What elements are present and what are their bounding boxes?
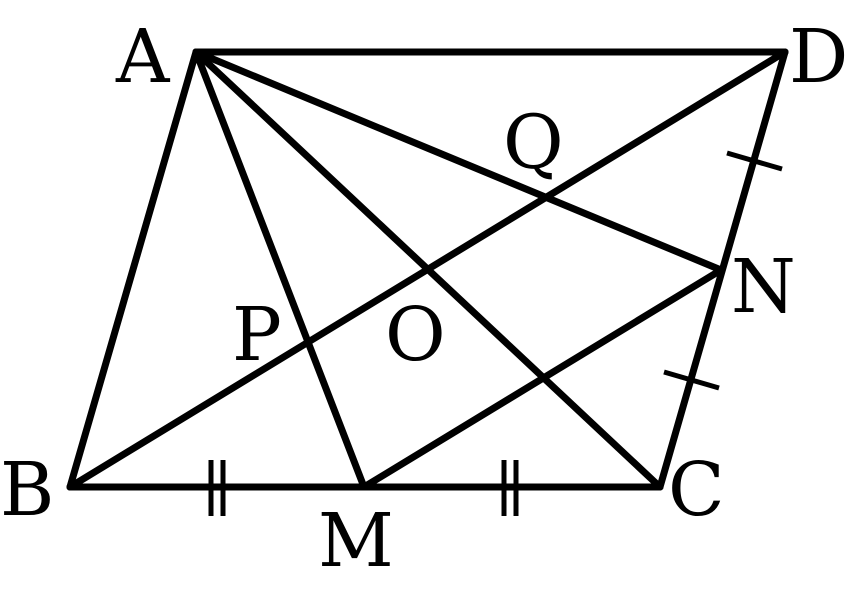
segment-mn [360,266,725,491]
label-point-n: N [731,244,796,330]
figure-lines [66,48,789,491]
label-point-p: P [232,292,282,378]
label-point-d: D [789,14,848,100]
label-point-a: A [115,14,171,100]
equal-length-marks [208,150,783,516]
segment-an [192,48,725,274]
label-point-o: O [385,292,446,378]
segment-bd [66,48,789,491]
tick-dn [726,150,783,172]
label-point-b: B [0,447,54,533]
point-labels: A D Q N P O B C M [0,14,848,584]
segment-am [192,48,368,491]
tick-nc [663,369,720,391]
label-point-q: Q [503,100,564,186]
segment-ab [66,48,200,491]
label-point-c: C [668,447,725,533]
label-point-m: M [318,498,394,584]
